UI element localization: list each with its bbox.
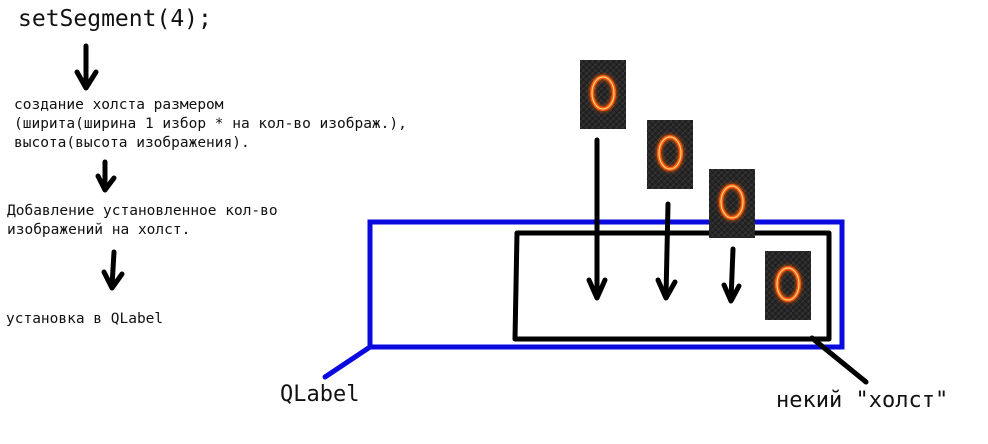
qlabel-caption: QLabel <box>280 382 360 407</box>
canvas-pointer-line <box>809 335 869 385</box>
step-set-qlabel: установка в QLabel <box>6 311 164 327</box>
function-call-title: setSegment(4); <box>18 6 212 32</box>
digit-tile-2 <box>647 120 693 189</box>
qlabel-frame <box>367 219 845 350</box>
canvas-caption: некий "холст" <box>776 388 949 413</box>
flow-arrow-3 <box>101 249 125 291</box>
flow-arrow-2 <box>95 159 117 193</box>
insert-arrow-3 <box>721 246 742 304</box>
digit-tile-1 <box>580 60 626 129</box>
digit-tile-4 <box>765 251 811 320</box>
step-add-images: Добавление установленное кол-во изображе… <box>7 203 278 238</box>
insert-arrow-1 <box>586 137 608 301</box>
step-create-canvas: создание холста размером (ширита(ширина … <box>14 97 407 151</box>
qlabel-pointer-line <box>322 344 373 380</box>
digit-tile-3 <box>709 169 755 238</box>
insert-arrow-2 <box>655 201 678 301</box>
flow-arrow-1 <box>74 43 99 91</box>
